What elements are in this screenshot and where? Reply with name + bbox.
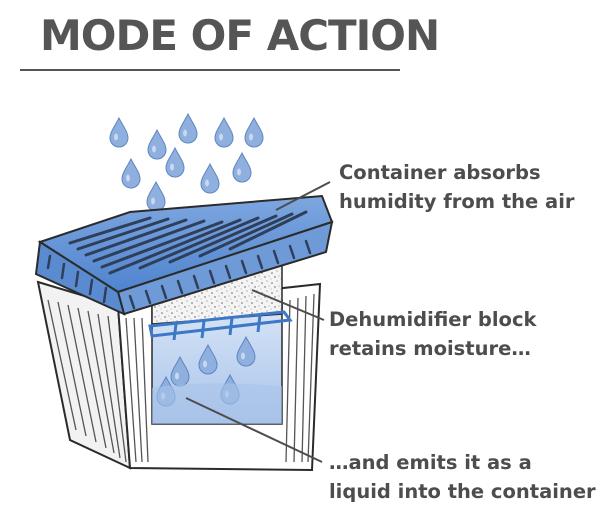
container-lid — [34, 194, 334, 316]
caption-absorbs-line-2: humidity from the air — [339, 190, 575, 213]
droplet-icon — [200, 163, 220, 194]
title-underline — [20, 69, 400, 71]
caption-retains: Dehumidifier block retains moisture… — [329, 305, 536, 363]
droplet-icon — [178, 113, 198, 144]
droplet-icon — [232, 152, 252, 183]
caption-absorbs-line-1: Container absorbs — [339, 161, 541, 184]
droplet-icon — [121, 158, 141, 189]
leader-line-absorbs — [275, 181, 331, 211]
caption-emits: …and emits it as a liquid into the conta… — [329, 448, 596, 506]
droplet-icon — [165, 147, 185, 178]
page-title: MODE OF ACTION — [40, 11, 440, 60]
caption-emits-line-1: …and emits it as a — [329, 451, 532, 474]
droplet-icon — [147, 129, 167, 160]
droplet-icon — [146, 181, 166, 212]
caption-retains-line-1: Dehumidifier block — [329, 308, 537, 331]
droplet-icon — [214, 117, 234, 148]
leader-lines — [185, 181, 331, 463]
leader-line-emits — [185, 397, 323, 463]
caption-retains-line-2: retains moisture… — [329, 337, 531, 360]
droplet-icon — [109, 117, 129, 148]
droplets-group — [109, 113, 264, 212]
caption-emits-line-2: liquid into the container — [329, 480, 596, 503]
leader-line-retains — [251, 289, 325, 321]
caption-absorbs: Container absorbs humidity from the air — [339, 158, 575, 216]
container-body — [36, 261, 322, 472]
droplet-icon — [244, 117, 264, 148]
